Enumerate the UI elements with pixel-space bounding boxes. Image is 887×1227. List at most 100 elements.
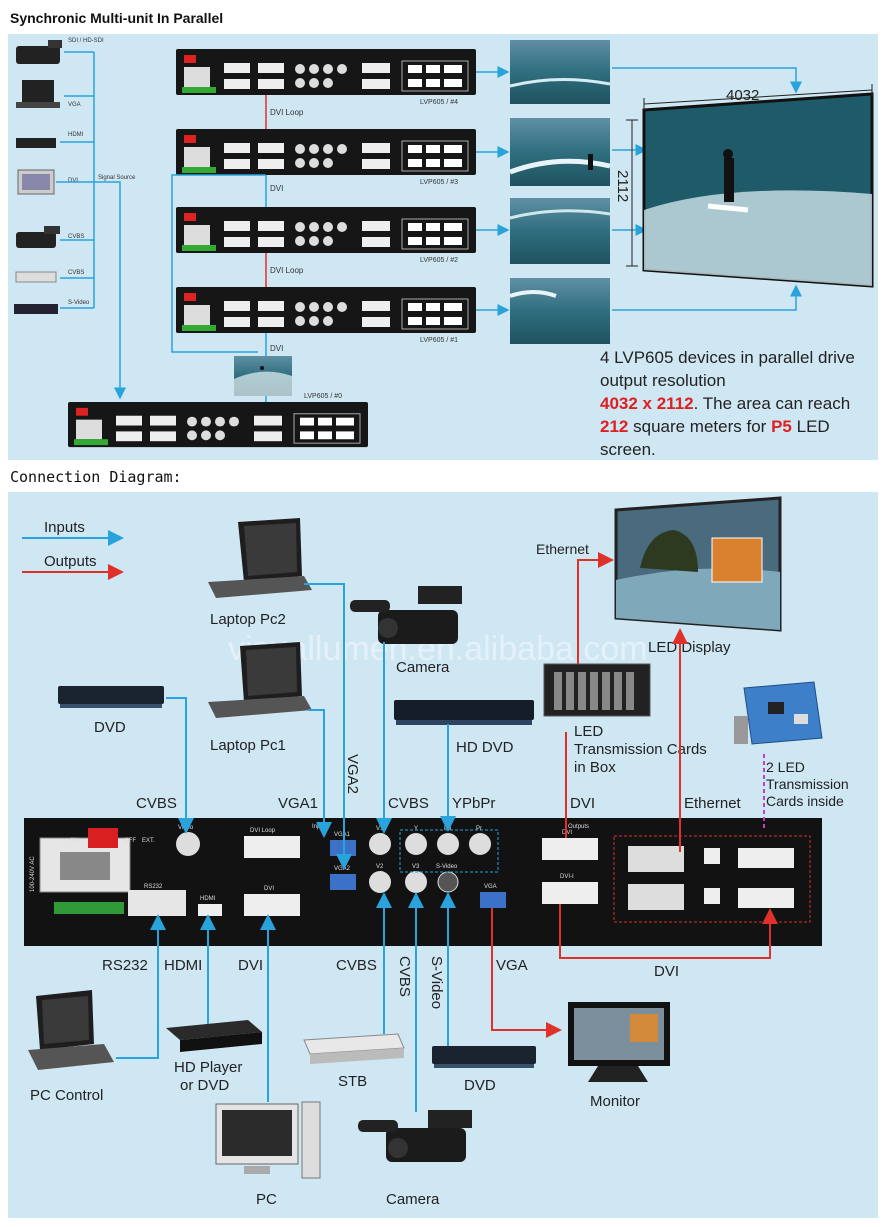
- unit-2: [175, 206, 477, 254]
- panel-v2: V2: [376, 864, 384, 870]
- svideo-dvd-icon: [14, 304, 58, 314]
- dvd-bottom-icon: [432, 1046, 536, 1068]
- caption-part-4: LED screen.: [600, 417, 830, 459]
- panel-pr: Pr: [476, 826, 482, 832]
- unit-3-label: LVP605 / #3: [420, 179, 458, 186]
- panel-inputs: Inputs: [312, 824, 328, 830]
- signal-svideo: S-Video: [428, 956, 445, 1009]
- panel-dvi-i: DVI-I: [560, 874, 574, 880]
- hdmi-player-icon: [16, 138, 56, 148]
- parallel-diagram-svg: SDI / HD-SDI VGA HDMI DVI CVBS CVBS S-Vi…: [14, 38, 874, 448]
- caption-resolution: 4032 x 2112: [600, 394, 694, 413]
- link-label-dvi-2: DVI: [270, 344, 283, 353]
- camera-top-icon: [350, 586, 462, 644]
- vga-laptop-icon: [16, 80, 60, 108]
- signal-cvbs-b2: CVBS: [396, 956, 413, 997]
- hd-player-label-text: HD Player: [174, 1059, 242, 1076]
- panel-outputs: Outputs: [568, 824, 589, 830]
- signal-ypbpr: YPbPr: [452, 795, 495, 812]
- stb-label: STB: [338, 1073, 367, 1090]
- hd-dvd-icon: [394, 700, 534, 725]
- unit-3: [175, 128, 477, 176]
- dvd-top-label: DVD: [94, 719, 126, 736]
- hd-player-icon: [166, 1020, 262, 1052]
- connection-diagram-title: Connection Diagram:: [10, 468, 182, 486]
- hd-player-label: HD Player or DVD: [174, 1059, 247, 1094]
- source-label-vga: VGA: [68, 102, 81, 108]
- signal-source-label: Signal Source: [98, 175, 136, 181]
- panel-power-on: ON: [70, 838, 79, 844]
- signal-ethernet: Ethernet: [684, 795, 742, 812]
- panel-power-label: 100-240V AC: [30, 856, 36, 892]
- source-label-hdmi: HDMI: [68, 132, 84, 138]
- led-box-label-text-line-2: Transmission Cards: [574, 741, 707, 758]
- source-label-cvbs-2: CVBS: [68, 270, 84, 276]
- panel-dvi-loop: DVI Loop: [250, 828, 276, 834]
- laptop-pc2-label: Laptop Pc2: [210, 611, 286, 628]
- signal-cvbs-mid: CVBS: [388, 795, 429, 812]
- panel-rs232: RS232: [144, 884, 163, 890]
- dvd-top-icon: [58, 686, 164, 708]
- panel-y: Y: [414, 826, 418, 832]
- caption-pitch: P5: [771, 417, 792, 436]
- panel-hdmi: HDMI: [200, 896, 216, 902]
- source-devices: [14, 40, 62, 314]
- monitor-icon: [568, 1002, 670, 1082]
- caption-part-2: . The area can reach: [693, 394, 851, 413]
- panel-vga1: VGA1: [334, 832, 351, 838]
- led-card-pcb-icon: [734, 681, 823, 745]
- cvbs-camera-icon: [16, 226, 60, 248]
- laptop-pc1-icon: [208, 642, 312, 718]
- unit-1: [175, 286, 477, 334]
- connection-diagram-svg: Inputs Outputs visuallumen.en.alibaba.co…: [22, 496, 849, 1208]
- signal-dvi-out: DVI: [570, 795, 595, 812]
- pc-icon: [215, 1101, 321, 1179]
- output-slice-1: [509, 278, 610, 344]
- unit-4: [175, 48, 477, 96]
- parallel-caption: 4 LVP605 devices in parallel drive outpu…: [600, 346, 887, 461]
- panel-dvi: DVI: [264, 886, 274, 892]
- stb-icon: [303, 1033, 405, 1064]
- source-label-cvbs-1: CVBS: [68, 234, 84, 240]
- laptop-pc2-icon: [208, 518, 312, 598]
- output-slice-2: [509, 198, 611, 264]
- dimension-lines: [626, 84, 873, 267]
- unit-1-label: LVP605 / #1: [420, 337, 458, 344]
- cvbs-stb-icon: [15, 271, 57, 283]
- panel-v3: V3: [412, 864, 420, 870]
- camera-bottom-label: Camera: [386, 1191, 440, 1208]
- source-label-svideo: S-Video: [68, 300, 90, 306]
- parallel-diagram-panel: SDI / HD-SDI VGA HDMI DVI CVBS CVBS S-Vi…: [8, 34, 878, 460]
- caption-part-3: square meters for: [633, 417, 767, 436]
- sdi-camera-icon: [16, 40, 62, 64]
- link-label-dvi-loop-2: DVI Loop: [270, 266, 304, 275]
- signal-hdmi: HDMI: [164, 957, 202, 974]
- hd-player-label-text-line-2: or DVD: [180, 1077, 229, 1094]
- output-slice-4: [509, 40, 611, 104]
- slice-arrows: [476, 66, 802, 316]
- panel-power-off: OFF: [124, 838, 136, 844]
- signal-cvbs-b1: CVBS: [336, 957, 377, 974]
- led-wall-screen: [642, 92, 874, 288]
- panel-ext: EXT.: [142, 838, 155, 844]
- pc-label: PC: [256, 1191, 277, 1208]
- output-signal-lines: [491, 552, 778, 1038]
- panel-vga: VGA: [484, 884, 497, 890]
- surf-thumbnail-small: [234, 356, 292, 396]
- signal-vga2: VGA2: [344, 754, 361, 794]
- source-label-dvi: DVI: [68, 178, 78, 184]
- pc-control-label: PC Control: [30, 1087, 103, 1104]
- connection-diagram-panel: Inputs Outputs visuallumen.en.alibaba.co…: [8, 492, 878, 1218]
- monitor-label: Monitor: [590, 1093, 640, 1110]
- legend-inputs-label: Inputs: [44, 519, 85, 536]
- ethernet-top-label: Ethernet: [536, 541, 589, 557]
- signal-dvi-in: DVI: [238, 957, 263, 974]
- signal-cvbs-top: CVBS: [136, 795, 177, 812]
- output-slice-3: [509, 118, 611, 186]
- height-dimension-label: 2112: [614, 170, 631, 202]
- panel-vga2: VGA2: [334, 866, 351, 872]
- link-label-dvi-1: DVI: [270, 184, 283, 193]
- signal-vga-out: VGA: [496, 957, 528, 974]
